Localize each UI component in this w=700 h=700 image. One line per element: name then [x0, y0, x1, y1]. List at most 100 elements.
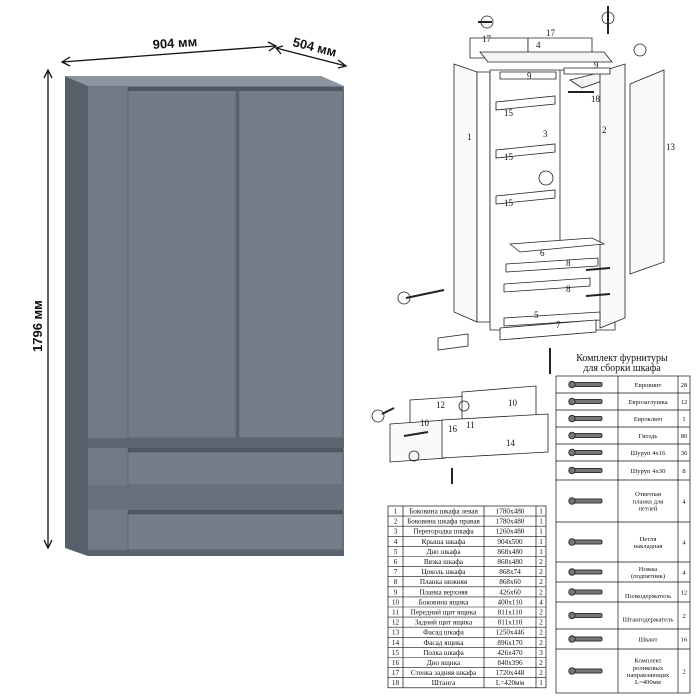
svg-text:13: 13 — [666, 142, 676, 152]
part-size: 1260х480 — [496, 528, 525, 536]
hardware-qty: 1 — [682, 416, 685, 423]
part-size: 426х60 — [499, 588, 521, 596]
top-handle-groove — [128, 87, 343, 91]
part-qty: 2 — [539, 578, 543, 586]
part-number: 5 — [394, 548, 398, 556]
part-number-labels: 17 17 4 9 9 18 1 3 2 13 15 15 15 6 8 8 5… — [420, 28, 676, 448]
part-size: 811х110 — [498, 609, 523, 617]
svg-text:15: 15 — [504, 198, 514, 208]
svg-text:8: 8 — [566, 284, 571, 294]
part-number: 11 — [392, 609, 399, 617]
hardware-qty: 16 — [681, 636, 688, 643]
part-size: 426х470 — [497, 649, 523, 657]
drawer-slide-icon — [568, 667, 603, 675]
part-number: 13 — [392, 629, 400, 637]
part-name: Задний щит ящика — [415, 619, 473, 627]
svg-text:3: 3 — [543, 129, 548, 139]
part-number: 8 — [394, 578, 398, 586]
part-number: 12 — [392, 619, 400, 627]
svg-text:4: 4 — [536, 40, 541, 50]
part-name: Планка верхняя — [419, 588, 468, 596]
part-qty: 2 — [539, 669, 543, 677]
part-size: L=420мм — [496, 679, 525, 687]
hardware-name: Шуруп 4х16 — [631, 450, 667, 457]
part-size: 1780х480 — [496, 518, 525, 526]
dowel-icon — [568, 635, 603, 643]
part-number: 1 — [394, 508, 398, 516]
hardware-name: Еврозаглушка — [628, 399, 667, 406]
shelf-pin-icon — [568, 588, 603, 596]
hardware-qty: 2 — [682, 668, 685, 675]
svg-text:2: 2 — [602, 125, 607, 135]
exploded-view — [371, 6, 665, 484]
cabinet-top — [65, 76, 344, 86]
part-name: Вязка шкафа — [424, 558, 464, 566]
part-qty: 2 — [539, 568, 543, 576]
svg-text:5: 5 — [534, 310, 539, 320]
width-dimension: 904 мм — [152, 34, 197, 52]
hardware-name: Шкант — [638, 636, 657, 643]
svg-text:10: 10 — [420, 418, 430, 428]
hardware-name: Евровинт — [635, 382, 662, 389]
part-name: Стенка задняя шкафа — [411, 669, 477, 677]
hardware-title-line-2: для сборки шкафа — [583, 363, 661, 374]
part-name: Цоколь шкафа — [422, 568, 467, 576]
part-size: 868х74 — [499, 568, 521, 576]
part-qty: 1 — [539, 508, 543, 516]
part-qty: 1 — [539, 538, 543, 546]
svg-text:10: 10 — [508, 398, 518, 408]
nail-icon — [568, 431, 603, 440]
wardrobe-render — [65, 76, 344, 556]
svg-text:16: 16 — [448, 424, 458, 434]
left-door — [127, 89, 237, 439]
part-name: Дно ящика — [427, 659, 461, 667]
hardware-title-line-1: Комплект фурнитуры — [576, 353, 668, 364]
svg-text:8: 8 — [566, 258, 571, 268]
hardware-qty: 36 — [681, 450, 688, 457]
part-number: 15 — [392, 649, 400, 657]
part-size: 1780х480 — [496, 508, 525, 516]
svg-text:1: 1 — [467, 132, 472, 142]
hardware-name: Гвоздь — [639, 433, 658, 440]
part-size: 1250х446 — [496, 629, 525, 637]
part-qty: 2 — [539, 619, 543, 627]
part-size: 868х480 — [497, 548, 523, 556]
part-name: Фасад шкафа — [423, 629, 465, 637]
hardware-qty: 12 — [681, 589, 688, 596]
long-screw-icon — [568, 466, 603, 475]
part-number: 9 — [394, 588, 398, 596]
hardware-qty: 2 — [682, 613, 685, 620]
part-number: 14 — [392, 639, 400, 647]
part-size: 840х396 — [497, 659, 523, 667]
part-name: Фасад ящика — [423, 639, 464, 647]
svg-text:7: 7 — [556, 320, 561, 330]
part-number: 2 — [394, 518, 398, 526]
svg-text:11: 11 — [466, 420, 475, 430]
part-size: 1720х448 — [496, 669, 525, 677]
part-qty: 2 — [539, 639, 543, 647]
screw-icon — [568, 380, 603, 389]
rod-holder-icon — [568, 611, 603, 620]
cap-icon — [568, 397, 603, 406]
part-number: 3 — [394, 528, 398, 536]
foot-icon — [568, 568, 603, 576]
svg-text:12: 12 — [436, 400, 445, 410]
part-qty: 2 — [539, 629, 543, 637]
